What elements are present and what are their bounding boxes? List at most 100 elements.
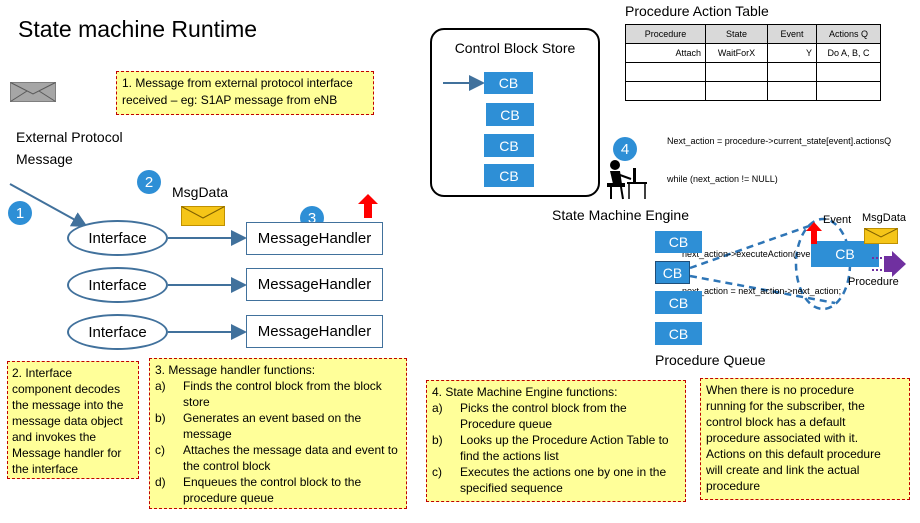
list-item: b) Generates an event based on the message <box>155 410 401 442</box>
table-cell <box>816 81 881 101</box>
item-label: b) <box>155 411 166 425</box>
queue-cb-4: CB <box>655 322 702 345</box>
step-1-badge: 1 <box>8 201 32 225</box>
table-cell <box>705 81 768 101</box>
store-cb-3: CB <box>484 134 534 157</box>
item-label: c) <box>432 465 442 479</box>
code-line: while (next_action != NULL) <box>667 173 778 184</box>
item-line: find the actions list <box>460 449 559 463</box>
item-label: a) <box>155 379 166 393</box>
table-cell <box>816 62 881 82</box>
table-row <box>625 81 881 101</box>
item-line: message <box>183 427 232 441</box>
procedure-arrow-icon <box>872 251 906 277</box>
table-header: State <box>705 24 768 44</box>
red-up-arrow-icon <box>358 194 378 218</box>
store-title: Control Block Store <box>454 40 576 56</box>
external-protocol-label: External Protocol Message <box>16 126 123 170</box>
item-line: store <box>183 395 210 409</box>
item-line: specified sequence <box>460 481 563 495</box>
item-line: Enqueues the control block to the <box>183 475 362 489</box>
interface-2: Interface <box>67 267 168 303</box>
table-cell <box>767 81 817 101</box>
engine-label: State Machine Engine <box>552 207 689 223</box>
list-item: b) Looks up the Procedure Action Table to… <box>432 432 680 464</box>
page-title: State machine Runtime <box>18 16 258 42</box>
table-header: Procedure <box>625 24 706 44</box>
table-cell <box>625 62 706 82</box>
envelope-icon <box>10 82 56 102</box>
table-cell: WaitForX <box>705 43 768 63</box>
zoom-line-top <box>689 223 813 270</box>
item-line: Attaches the message data and event to <box>183 443 398 457</box>
table-cell: Do A, B, C <box>816 43 881 63</box>
person-at-computer-icon <box>607 160 647 200</box>
item-line: Generates an event based on the <box>183 411 362 425</box>
event-arrow-icon <box>806 222 822 244</box>
store-cb-1: CB <box>484 72 533 94</box>
table-cell: Y <box>767 43 817 63</box>
note2-line: the interface <box>12 462 79 476</box>
event-label: Event <box>823 214 852 226</box>
code-line: { <box>667 211 671 221</box>
queue-label: Procedure Queue <box>655 352 766 368</box>
zoom-envelope-icon <box>864 228 898 244</box>
table-header-row: Procedure State Event Actions Q <box>625 24 881 44</box>
item-label: c) <box>155 443 165 457</box>
zoom-msgdata-label: MsgData <box>862 212 907 224</box>
store-cb-2: CB <box>486 103 534 126</box>
table-header: Event <box>767 24 817 44</box>
procedure-action-table: Procedure State Event Actions Q Attach W… <box>625 24 881 101</box>
table-row: Attach WaitForX Y Do A, B, C <box>625 43 881 63</box>
queue-cb-3: CB <box>655 291 702 314</box>
msgdata-label: MsgData <box>172 184 229 200</box>
list-item: c) Attaches the message data and event to… <box>155 442 401 474</box>
code-line: Next_action = procedure->current_state[e… <box>667 136 892 146</box>
item-line: Executes the actions one by one in the <box>460 465 667 479</box>
note5-line: will create and link the actual <box>706 463 860 477</box>
note5-line: control block has a default <box>706 415 846 429</box>
step-4-badge: 4 <box>613 137 637 161</box>
table-title: Procedure Action Table <box>625 3 769 19</box>
zoom-line-bottom <box>689 274 836 305</box>
queue-cb-2: CB <box>655 261 690 284</box>
table-cell <box>767 62 817 82</box>
store-cb-4: CB <box>484 164 534 187</box>
note2-line: and invokes the <box>12 430 97 444</box>
item-label: a) <box>432 401 443 415</box>
queue-cb-1: CB <box>655 231 702 253</box>
item-line: Looks up the Procedure Action Table to <box>460 433 669 447</box>
note1-line1: 1. Message from external protocol interf… <box>122 76 353 90</box>
message-handler-1: MessageHandler <box>246 222 383 255</box>
note2-line: 2. Interface <box>12 366 73 380</box>
procedure-label: Procedure <box>848 276 899 288</box>
note-2: 2. Interface component decodes the messa… <box>7 361 139 479</box>
item-line: Procedure queue <box>460 417 553 431</box>
item-label: b) <box>432 433 443 447</box>
item-label: d) <box>155 475 166 489</box>
external-label-line2: Message <box>16 151 73 167</box>
note1-line2: received – eg: S1AP message from eNB <box>122 93 338 107</box>
note2-line: Message handler for <box>12 446 122 460</box>
step-2-badge: 2 <box>137 170 161 194</box>
note3-heading: 3. Message handler functions: <box>155 363 316 377</box>
note2-line: the message into the <box>12 398 124 412</box>
note5-line: Actions on this default procedure <box>706 447 881 461</box>
note2-line: message data object <box>12 414 123 428</box>
table-cell: Attach <box>625 43 706 63</box>
table-row <box>625 62 881 82</box>
note3-list: a) Finds the control block from the block… <box>155 378 401 506</box>
note5-line: When there is no procedure <box>706 383 855 397</box>
item-line: Finds the control block from the block <box>183 379 382 393</box>
interface-1: Interface <box>67 220 168 256</box>
item-line: Picks the control block from the <box>460 401 627 415</box>
interface-3: Interface <box>67 314 168 350</box>
note5-line: running for the subscriber, the <box>706 399 865 413</box>
msgdata-envelope-icon <box>181 206 225 226</box>
incoming-arrow <box>9 183 88 227</box>
note-5: When there is no procedure running for t… <box>700 378 910 500</box>
zoomed-cb: CB <box>811 241 879 267</box>
table-header: Actions Q <box>816 24 881 44</box>
table-cell <box>625 81 706 101</box>
